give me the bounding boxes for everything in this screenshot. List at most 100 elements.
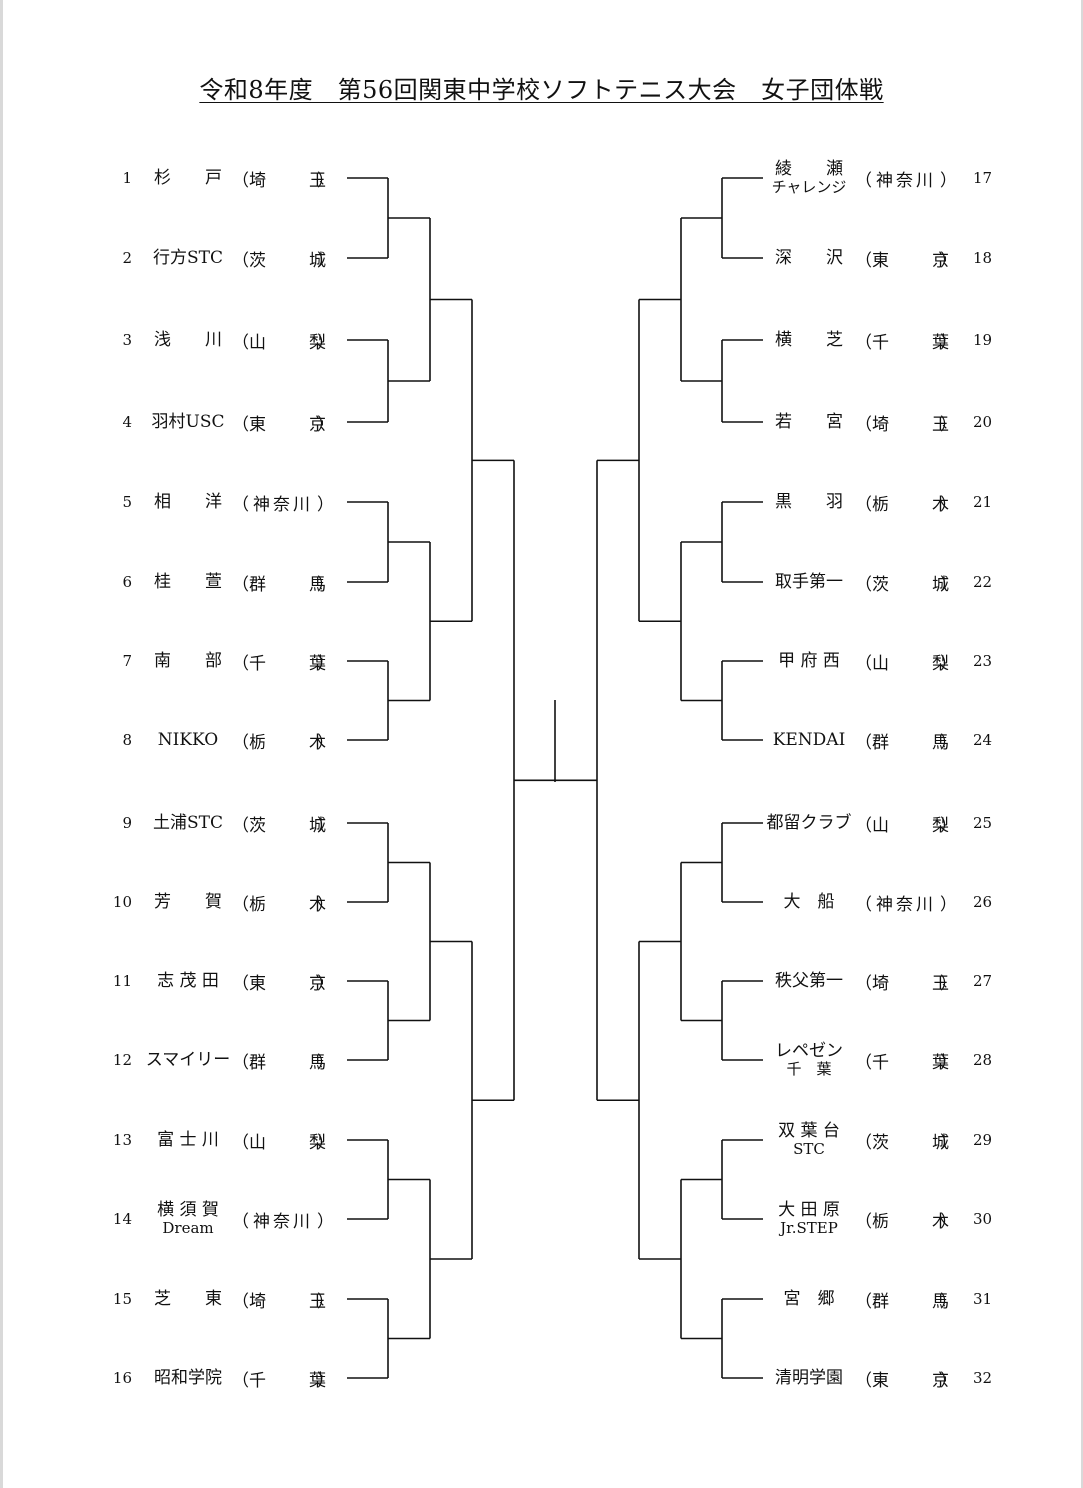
team-name: 桂 萱 (144, 573, 232, 591)
paren-open: （ (855, 973, 872, 994)
prefecture-name: 茨 城 (249, 250, 329, 271)
page-title-text: 令和8年度 第56回関東中学校ソフトテニス大会 女子団体戦 (199, 76, 884, 104)
paren-open: （ (855, 574, 872, 595)
team-seed-number: 17 (973, 169, 993, 187)
paren-open: （ (232, 1291, 249, 1312)
team-name-line1: 杉 戸 (154, 168, 222, 188)
right-team-row: 甲 府 西（山 梨）23 (763, 646, 1007, 676)
team-name-line1: 相 洋 (154, 492, 222, 512)
team-seed-number: 15 (112, 1290, 132, 1308)
team-name: 志 茂 田 (144, 972, 232, 990)
right-team-row: 黒 羽（栃 木）21 (763, 487, 1007, 517)
paren-close: ） (940, 973, 957, 994)
right-team-row: レペゼン千 葉（千 葉）28 (763, 1042, 1007, 1078)
team-name-line1: 秩父第一 (775, 971, 843, 991)
prefecture-name: 神奈川 (876, 170, 936, 191)
team-name: 深 沢 (763, 249, 855, 267)
prefecture-name: 神奈川 (253, 494, 313, 515)
team-name: NIKKO (144, 731, 232, 749)
prefecture-name: 埼 玉 (872, 973, 952, 994)
paren-open: （ (232, 332, 249, 353)
team-seed-number: 12 (112, 1051, 132, 1069)
paren-close: ） (940, 894, 957, 915)
paren-close: ） (940, 1211, 957, 1232)
team-seed-number: 24 (973, 731, 993, 749)
prefecture-name: 東 京 (249, 973, 329, 994)
paren-close: ） (940, 1291, 957, 1312)
prefecture-name: 千 葉 (249, 1370, 329, 1391)
right-team-row: 取手第一（茨 城）22 (763, 567, 1007, 597)
team-prefecture: （千 葉） (855, 328, 957, 353)
team-name: 横 芝 (763, 331, 855, 349)
team-name: 取手第一 (763, 573, 855, 591)
paren-open: （ (232, 653, 249, 674)
paren-open: （ (232, 1370, 249, 1391)
team-seed-number: 22 (973, 573, 993, 591)
paren-close: ） (940, 1052, 957, 1073)
right-team-row: 横 芝（千 葉）19 (763, 325, 1007, 355)
team-name: 黒 羽 (763, 493, 855, 511)
team-name: 富 士 川 (144, 1131, 232, 1149)
team-name-line2: チャレンジ (771, 178, 847, 196)
paren-open: （ (232, 973, 249, 994)
team-name-line1: 横 芝 (775, 330, 843, 350)
team-prefecture: （東 京） (232, 410, 334, 435)
prefecture-name: 群 馬 (872, 1291, 952, 1312)
page-title: 令和8年度 第56回関東中学校ソフトテニス大会 女子団体戦 (0, 70, 1083, 105)
paren-close: ） (317, 494, 334, 515)
team-name: 綾 瀬チャレンジ (763, 160, 855, 196)
paren-open: （ (232, 574, 249, 595)
team-seed-number: 11 (112, 972, 132, 990)
paren-open: （ (232, 170, 249, 191)
prefecture-name: 東 京 (872, 250, 952, 271)
team-name-line2: STC (793, 1140, 825, 1158)
paren-close: ） (940, 170, 957, 191)
paren-close: ） (317, 1211, 334, 1232)
paren-close: ） (317, 1291, 334, 1312)
team-name-line1: 浅 川 (154, 330, 222, 350)
paren-close: ） (940, 494, 957, 515)
team-name-line1: 南 部 (154, 651, 222, 671)
team-name-line1: 黒 羽 (775, 492, 843, 512)
prefecture-name: 茨 城 (872, 1132, 952, 1153)
team-prefecture: （茨 城） (232, 811, 334, 836)
paren-open: （ (232, 1052, 249, 1073)
paren-close: ） (940, 332, 957, 353)
paren-open: （ (855, 1132, 872, 1153)
team-name-line1: 芝 東 (154, 1289, 222, 1309)
team-prefecture: （神奈川） (232, 1207, 334, 1232)
team-name-line1: レペゼン (775, 1041, 843, 1061)
prefecture-name: 茨 城 (249, 815, 329, 836)
team-name-line1: 羽村USC (151, 412, 225, 432)
paren-open: （ (232, 732, 249, 753)
team-name: 芳 賀 (144, 893, 232, 911)
team-seed-number: 28 (973, 1051, 993, 1069)
team-name: 秩父第一 (763, 972, 855, 990)
paren-open: （ (232, 815, 249, 836)
paren-open: （ (232, 894, 249, 915)
paren-close: ） (940, 1132, 957, 1153)
paren-open: （ (855, 1052, 872, 1073)
team-name: レペゼン千 葉 (763, 1042, 855, 1078)
team-prefecture: （東 京） (232, 969, 334, 994)
prefecture-name: 東 京 (872, 1370, 952, 1391)
team-prefecture: （千 葉） (232, 649, 334, 674)
team-seed-number: 32 (973, 1369, 993, 1387)
team-name-line1: 行方STC (153, 248, 223, 268)
team-prefecture: （神奈川） (855, 166, 957, 191)
paren-close: ） (317, 574, 334, 595)
paren-close: ） (317, 653, 334, 674)
left-team-row: 11 志 茂 田（東 京） (100, 966, 334, 996)
prefecture-name: 埼 玉 (249, 170, 329, 191)
paren-close: ） (940, 815, 957, 836)
team-seed-number: 25 (973, 814, 993, 832)
